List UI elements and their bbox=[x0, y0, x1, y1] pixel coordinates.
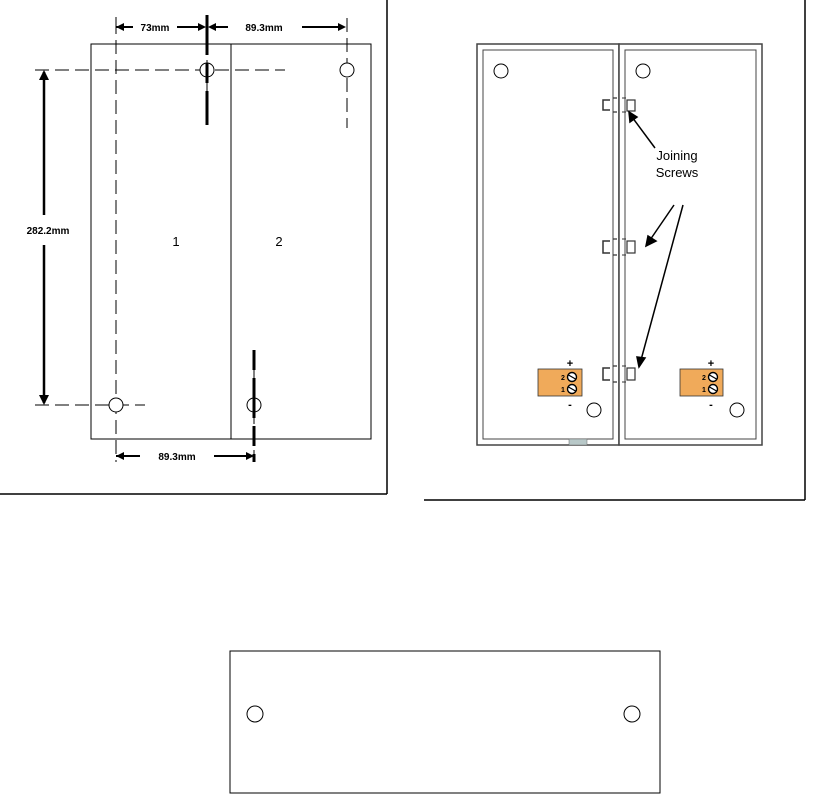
terminal-right-plus: + bbox=[708, 358, 714, 370]
enclosure-1-label: 1 bbox=[172, 234, 179, 249]
terminal-right-minus: - bbox=[709, 399, 713, 411]
hole-left-bottom bbox=[587, 403, 601, 417]
dimension-73mm: 73mm bbox=[116, 17, 206, 34]
terminal-left-minus: - bbox=[568, 399, 572, 411]
terminal-left-label-1: 1 bbox=[561, 387, 565, 394]
terminal-right-label-1: 1 bbox=[702, 387, 706, 394]
mounting-plate-figure bbox=[230, 651, 660, 793]
dimension-89mm-bottom: 89.3mm bbox=[116, 452, 254, 463]
joined-enclosures-figure: Joining Screws 2 1 + - bbox=[424, 0, 805, 500]
terminal-right-label-2: 2 bbox=[702, 375, 706, 382]
dimension-label-top-left: 73mm bbox=[141, 23, 170, 34]
drilling-template-figure: 73mm 89.3mm 282.2mm 89.3mm 1 2 bbox=[0, 0, 387, 494]
hole-right-top bbox=[636, 64, 650, 78]
mounting-plate-outline bbox=[230, 651, 660, 793]
dimension-label-bottom: 89.3mm bbox=[158, 452, 195, 463]
callout-screws: Screws bbox=[656, 165, 699, 180]
dimension-282mm: 282.2mm bbox=[27, 70, 70, 405]
enclosure-2-outline bbox=[231, 44, 371, 439]
mounting-hole-top-right bbox=[340, 63, 354, 77]
dimension-89mm-top: 89.3mm bbox=[208, 23, 346, 34]
enclosure-2-label: 2 bbox=[275, 234, 282, 249]
mounting-hole-bottom-left bbox=[109, 398, 123, 412]
callout-joining: Joining bbox=[656, 148, 697, 163]
seam-connector bbox=[569, 439, 587, 445]
terminal-left-label-2: 2 bbox=[561, 375, 565, 382]
dimension-label-height: 282.2mm bbox=[27, 226, 70, 237]
plate-hole-right bbox=[624, 706, 640, 722]
hole-right-bottom bbox=[730, 403, 744, 417]
hole-left-top bbox=[494, 64, 508, 78]
plate-hole-left bbox=[247, 706, 263, 722]
enclosure-1-outline bbox=[91, 44, 231, 439]
terminal-left-plus: + bbox=[567, 358, 573, 370]
dimension-label-top-right: 89.3mm bbox=[245, 23, 282, 34]
